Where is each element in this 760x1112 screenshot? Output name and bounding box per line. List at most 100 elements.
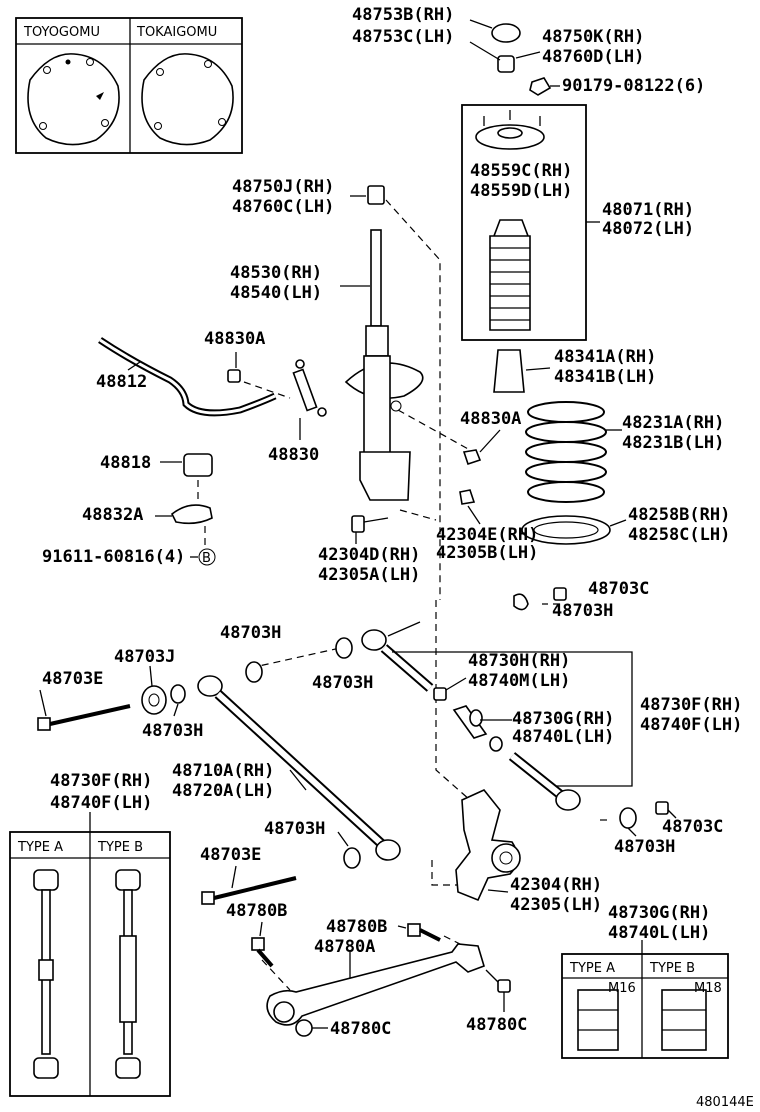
washer-48703h-b (335, 637, 353, 659)
label-48750k: 48750K(RH) (542, 27, 644, 47)
stabilizer-bushing (183, 453, 213, 477)
nut-48703c-top (553, 587, 567, 601)
bolt-48780c (497, 979, 511, 993)
dust-boot (489, 219, 531, 331)
label-48341b: 48341B(LH) (554, 367, 656, 387)
label-48703c-2: 48703C (662, 817, 723, 837)
trailing-arm-rod (197, 675, 401, 869)
b-marker (198, 548, 216, 566)
strut-bracket (359, 451, 411, 501)
arm-bracket-lines (392, 651, 633, 787)
label-48730f-left: 48730F(RH) (50, 771, 152, 791)
label-48832a: 48832A (82, 505, 143, 525)
label-48812: 48812 (96, 372, 147, 392)
nut-size-m18: M18 (694, 981, 722, 996)
rod-type-inset: TYPE A TYPE B (9, 812, 171, 1097)
bolt-48703e-upper (37, 689, 131, 731)
trailing-arm (266, 943, 511, 1037)
label-48780b-2: 48780B (326, 917, 387, 937)
figure-code: 480144E (696, 1095, 754, 1110)
label-48830: 48830 (268, 445, 319, 465)
label-48072: 48072(LH) (602, 219, 694, 239)
upper-cap (491, 23, 521, 43)
label-48730h: 48730H(RH) (468, 651, 570, 671)
label-48740l-1: 48740L(LH) (512, 727, 614, 747)
label-48703j: 48703J (114, 647, 175, 667)
washer-48703h-d (619, 807, 637, 829)
bushing-48750k (497, 55, 515, 73)
nut-m16 (577, 989, 619, 1051)
toyogomu-insulator-plate (27, 53, 120, 146)
nut-type-inset: TYPE A TYPE B M16 M18 (561, 940, 729, 1059)
nut-48703c-2 (655, 801, 669, 815)
label-48830a-1: 48830A (204, 329, 265, 349)
inset-title-tokaigomu: TOKAIGOMU (136, 25, 217, 40)
label-48703h-6: 48703H (614, 837, 675, 857)
nut-90179 (529, 77, 552, 96)
label-48760d: 48760D(LH) (542, 47, 644, 67)
label-48703h-4: 48703H (142, 721, 203, 741)
label-48703e-2: 48703E (200, 845, 261, 865)
label-42305a: 42305A(LH) (318, 565, 420, 585)
label-48730f-right: 48730F(RH) (640, 695, 742, 715)
strut-top-bushing (367, 185, 385, 205)
label-42305: 42305(LH) (510, 895, 602, 915)
rod-type-a-title: TYPE A (17, 840, 63, 855)
nut-type-a-title: TYPE A (569, 961, 615, 976)
label-48258c: 48258C(LH) (628, 525, 730, 545)
nut-type-b-title: TYPE B (649, 961, 695, 976)
washer-48703h-a (245, 661, 263, 683)
label-48750j: 48750J(RH) (232, 177, 334, 197)
label-48753b: 48753B(RH) (352, 5, 454, 25)
label-48231b: 48231B(LH) (622, 433, 724, 453)
label-48703c-1: 48703C (588, 579, 649, 599)
spring-insulator (521, 515, 627, 545)
upper-lateral-arm (361, 621, 467, 701)
label-48730g-1: 48730G(RH) (512, 709, 614, 729)
label-48540: 48540(LH) (230, 283, 322, 303)
label-48703h-1: 48703H (552, 601, 613, 621)
label-48703h-5: 48703H (264, 819, 325, 839)
shock-absorber (340, 185, 424, 501)
label-48740f-right: 48740F(LH) (640, 715, 742, 735)
nut-size-m16: M16 (608, 981, 636, 996)
label-42304d: 42304D(RH) (318, 545, 420, 565)
nut-48830a (227, 369, 241, 383)
label-48753c: 48753C(LH) (352, 27, 454, 47)
bushing-bracket (170, 504, 213, 525)
label-48780c-1: 48780C (330, 1019, 391, 1039)
label-48760c: 48760C(LH) (232, 197, 334, 217)
coil-spring (525, 401, 607, 503)
inset-title-toyogomu: TOYOGOMU (23, 25, 100, 40)
washer-48703h-c (170, 684, 186, 704)
insulator-type-inset: TOYOGOMU TOKAIGOMU (15, 17, 243, 154)
label-48703h-3: 48703H (312, 673, 373, 693)
strut-body (363, 355, 391, 457)
washer-48703h-top (513, 593, 529, 611)
label-48780a: 48780A (314, 937, 375, 957)
label-48730g-2: 48730G(RH) (608, 903, 710, 923)
rod-type-b-title: TYPE B (97, 840, 143, 855)
label-48740l-2: 48740L(LH) (608, 923, 710, 943)
label-42305b: 42305B(LH) (436, 543, 538, 563)
strut-top-parts (469, 19, 560, 96)
label-90179: 90179-08122(6) (562, 76, 705, 96)
lower-lateral-arm (508, 752, 677, 837)
label-48720a: 48720A(LH) (172, 781, 274, 801)
label-48818: 48818 (100, 453, 151, 473)
label-48703e-1: 48703E (42, 669, 103, 689)
nut-48830a-2 (462, 449, 482, 466)
label-48780b-1: 48780B (226, 901, 287, 921)
label-48559c: 48559C(RH) (470, 161, 572, 181)
mount-and-boot-box (461, 104, 600, 341)
washer-48703h-e (343, 847, 361, 869)
label-91611: 91611-60816(4) (42, 547, 185, 567)
adjuster-bolt (452, 705, 512, 752)
bolt-48703e-lower (201, 865, 297, 905)
label-48830a-2: 48830A (460, 409, 521, 429)
label-42304: 42304(RH) (510, 875, 602, 895)
nut-m18 (661, 989, 707, 1051)
label-48710a: 48710A(RH) (172, 761, 274, 781)
label-48780c-2: 48780C (466, 1015, 527, 1035)
